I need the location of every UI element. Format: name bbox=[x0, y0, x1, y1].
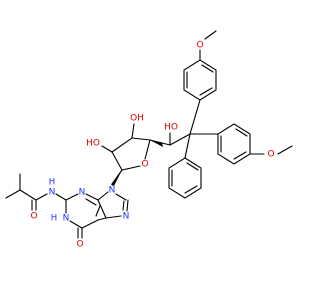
wedge-c1 bbox=[111, 170, 122, 186]
n9-c8 bbox=[115, 193, 127, 201]
c2-nh bbox=[55, 193, 67, 201]
ring-right-bonds bbox=[217, 123, 251, 165]
isobutyramide bbox=[5, 173, 48, 211]
ring-top-bonds bbox=[183, 59, 217, 101]
c4-n9 bbox=[97, 191, 109, 201]
phenyl-double-2 bbox=[184, 185, 198, 194]
label-o-carbonyl-ring: O bbox=[76, 240, 83, 250]
n-to-carbonyl bbox=[35, 193, 48, 201]
ch-methyl-2 bbox=[5, 189, 21, 199]
phenyl-double-1 bbox=[186, 162, 199, 171]
label-n-imid-7: N bbox=[123, 212, 130, 222]
c4-o4 bbox=[144, 139, 151, 160]
c2-c3 bbox=[111, 137, 133, 153]
c2-oh bbox=[101, 145, 113, 153]
wedge-c4 bbox=[150, 140, 163, 147]
c3-oh bbox=[131, 123, 135, 139]
ring-right-double-1 bbox=[235, 128, 248, 137]
ring-top-double-1 bbox=[201, 64, 214, 73]
structure-diagram: O O HO OH HO O N N N N H N H O O bbox=[5, 30, 293, 250]
c4-n3 bbox=[85, 193, 99, 201]
c-to-phenyl bbox=[184, 133, 191, 159]
ring-right-double-2 bbox=[233, 151, 247, 160]
label-o-hydroxyl-ring-top: OH bbox=[130, 114, 144, 124]
label-o-methoxy-right: O bbox=[267, 150, 274, 160]
label-h-pyr-1: H bbox=[51, 214, 57, 224]
methoxy-top-methyl bbox=[204, 30, 217, 40]
label-o-hydroxyl-top: HO bbox=[164, 123, 178, 133]
c3-c4 bbox=[131, 137, 151, 141]
carbonyl-to-ch bbox=[19, 189, 37, 201]
c5-c4-inner bbox=[95, 205, 101, 217]
o4-c1 bbox=[121, 165, 141, 171]
stereo-marks bbox=[111, 140, 163, 186]
label-o-carbonyl-amide: O bbox=[30, 212, 37, 222]
c5-link bbox=[97, 217, 107, 221]
purine-system bbox=[55, 191, 129, 239]
anisyl-ring-right bbox=[217, 123, 293, 165]
label-n-pyr-1: N bbox=[63, 214, 70, 224]
c4-n3-double bbox=[85, 198, 97, 206]
c6-c5 bbox=[81, 219, 99, 229]
c1-c2 bbox=[111, 151, 123, 171]
c-to-choh bbox=[169, 133, 191, 146]
label-h-amide: H bbox=[49, 178, 55, 188]
c8-n7 bbox=[126, 199, 129, 212]
phenyl-bonds bbox=[168, 157, 202, 199]
label-n-amide: N bbox=[49, 188, 56, 198]
label-o-ring: O bbox=[141, 160, 148, 170]
label-o-hydroxyl-ring-left: HO bbox=[86, 139, 100, 149]
n1-c6 bbox=[69, 220, 83, 229]
c5-c4 bbox=[97, 199, 107, 219]
ring-top-double-2 bbox=[199, 87, 213, 96]
label-n-imid-9: N bbox=[109, 186, 116, 196]
label-o-methoxy-top: O bbox=[196, 41, 203, 51]
c-to-ring-top bbox=[189, 99, 201, 135]
phenyl-ring bbox=[168, 157, 202, 199]
methoxy-right-methyl bbox=[277, 145, 293, 155]
n3-c2 bbox=[65, 193, 79, 201]
c8-n7-double bbox=[122, 200, 125, 211]
molecule-svg: O O HO OH HO O N N N N H N H O O bbox=[5, 30, 293, 250]
label-n-pyr-3: N bbox=[79, 188, 86, 198]
n7-c5 bbox=[105, 215, 122, 219]
ribose-ring bbox=[101, 123, 151, 185]
trityl-center bbox=[149, 99, 219, 159]
atom-labels: O O HO OH HO O N N N N H N H O O bbox=[30, 41, 274, 250]
